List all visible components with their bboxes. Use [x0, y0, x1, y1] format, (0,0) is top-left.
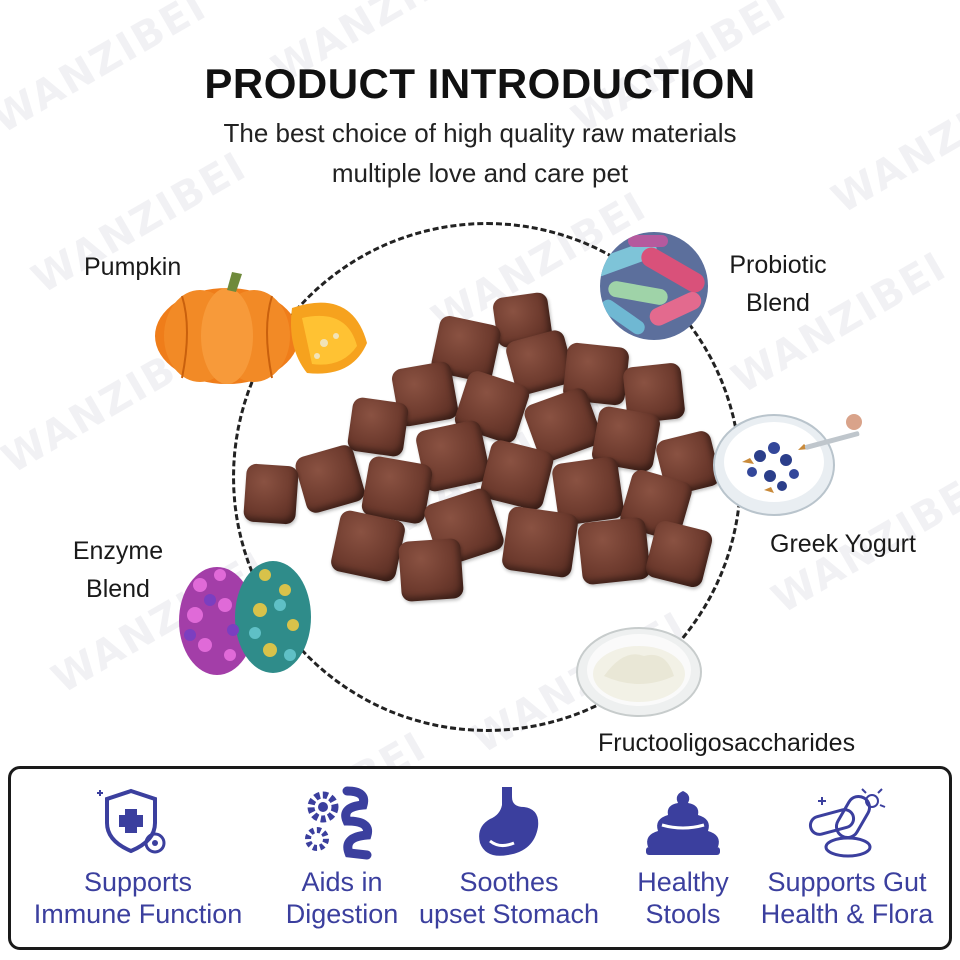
- ingredient-label-fos: Fructooligosaccharides: [598, 729, 856, 757]
- ingredient-label-pumpkin: Pumpkin: [84, 253, 182, 281]
- stool-icon: [646, 791, 720, 855]
- benefit-gut-flora: Supports Gut Health & Flora: [747, 769, 947, 949]
- fos-powder-bowl-icon: [576, 627, 702, 717]
- treat-chew: [576, 516, 652, 586]
- benefit-stools-line-1: Healthy: [637, 867, 729, 897]
- digestion-gears-icon: [305, 786, 373, 860]
- stomach-icon: [479, 787, 539, 856]
- gut-flora-icon: [808, 788, 886, 858]
- benefit-gut-flora-line-1: Supports Gut: [767, 867, 927, 897]
- immune-shield-icon: [97, 788, 166, 854]
- benefit-stools-line-2: Stools: [645, 899, 721, 929]
- benefit-stomach-line-2: upset Stomach: [418, 899, 600, 929]
- benefit-stomach-line-1: Soothes: [459, 867, 559, 897]
- benefit-immune-line-1: Supports: [83, 867, 193, 897]
- benefit-digestion-line-2: Digestion: [285, 899, 399, 929]
- treat-chew: [293, 442, 367, 516]
- enzyme-molecule-icon: [179, 561, 311, 675]
- probiotic-bacteria-icon: [600, 232, 708, 340]
- benefit-stomach: Soothes upset Stomach: [409, 769, 609, 949]
- benefit-stools: Healthy Stools: [621, 769, 745, 949]
- subtitle-line-1: The best choice of high quality raw mate…: [223, 118, 737, 148]
- treat-chew: [243, 463, 299, 525]
- pumpkin-icon: [155, 272, 367, 384]
- treat-chew: [500, 505, 580, 579]
- treat-chew: [346, 396, 410, 458]
- treat-chew: [643, 518, 715, 590]
- benefit-digestion-line-1: Aids in: [301, 867, 383, 897]
- probiotic-label-line-1: Probiotic: [729, 251, 827, 279]
- greek-yogurt-icon: [713, 414, 862, 516]
- subtitle-line-2: multiple love and care pet: [331, 158, 629, 188]
- ingredient-label-enzyme: Enzyme Blend: [60, 532, 176, 608]
- benefit-digestion: Aids in Digestion: [267, 769, 417, 949]
- treat-chew: [329, 508, 407, 584]
- enzyme-label-line-1: Enzyme: [72, 537, 164, 565]
- probiotic-label-line-2: Blend: [746, 289, 810, 317]
- treat-chew: [397, 537, 465, 603]
- benefits-panel: Supports Immune Function Aids in Digesti…: [8, 766, 952, 950]
- benefit-gut-flora-line-2: Health & Flora: [760, 899, 934, 929]
- ingredient-label-greek-yogurt: Greek Yogurt: [770, 530, 916, 558]
- page-title: PRODUCT INTRODUCTION: [204, 60, 756, 107]
- enzyme-label-line-2: Blend: [86, 575, 150, 603]
- ingredient-label-probiotic: Probiotic Blend: [720, 246, 836, 322]
- benefit-immune: Supports Immune Function: [13, 769, 263, 949]
- benefit-immune-line-2: Immune Function: [33, 899, 243, 929]
